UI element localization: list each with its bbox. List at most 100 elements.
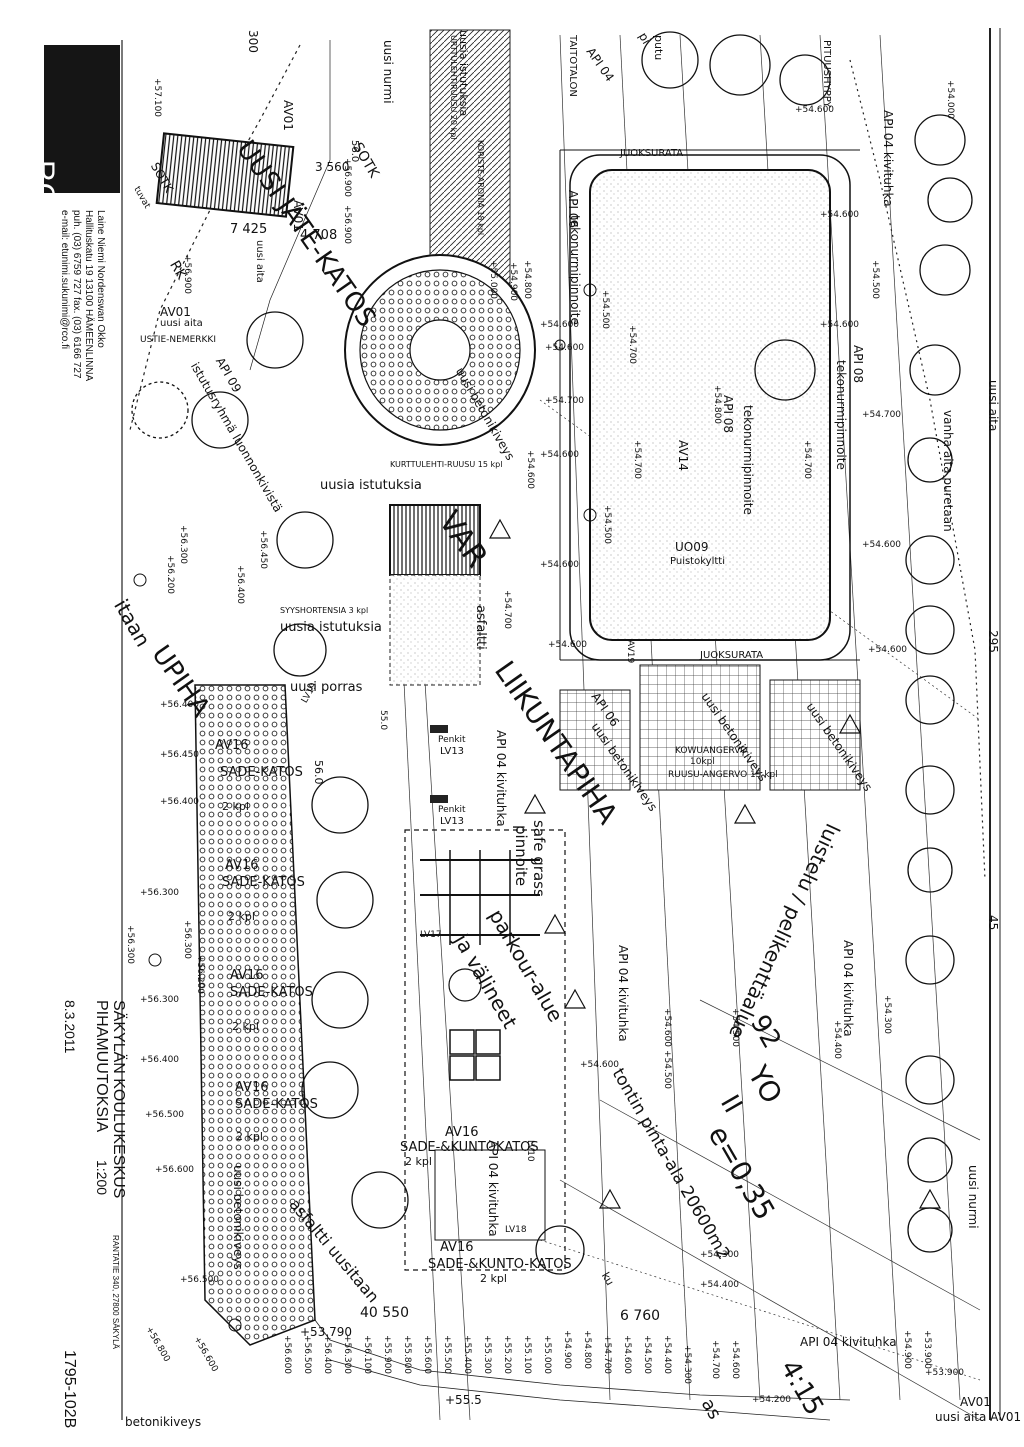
label-urttulehti: URTTULEHTIRUUSU 20 kpl [449, 35, 458, 140]
elevation-label: +54.700 [545, 396, 585, 406]
elevation-label: +54.700 [802, 440, 812, 480]
label-sade-kuntokatos: SADE-&KUNTOKATOS [400, 1140, 539, 1155]
elevation-label: +54.900 [508, 262, 518, 302]
label-av16: AV16 [215, 738, 249, 753]
label-av01: AV01 [291, 200, 305, 231]
label-av01: AV01 [960, 1395, 991, 1409]
elevation-label: +56.600 [155, 1165, 195, 1175]
elevation-label: +55.000 [488, 260, 498, 300]
elevation-label: +56.500 [302, 1335, 312, 1375]
elevation-label: +54.500 [602, 505, 612, 545]
label-api04-kivituhka: API 04 kivituhka [881, 110, 895, 207]
label-uusi-aita: uusi aita [160, 318, 203, 329]
parkour-area [404, 829, 566, 1271]
elevation-label: +56.400 [235, 565, 245, 605]
elevation-label: +55.400 [462, 1335, 472, 1375]
label-asfaltti: asfaltti [473, 605, 488, 650]
label-kpl: 2 kpl [228, 910, 255, 923]
elevation-label: +54.700 [862, 410, 902, 420]
elevation-label: +54.600 [820, 210, 860, 220]
address-line: Hallituskatu 19 13100 HÄMEENLINNA [83, 210, 94, 382]
drawing-scale: 1:200 [94, 1160, 110, 1196]
label-uusia-istutuksia: uusia istutuksia [457, 30, 470, 117]
label-sade-katos: SADE-KATOS [220, 765, 303, 780]
label-sade-katos: SADE-KATOS [230, 985, 313, 1000]
label-dimension: 3 560 [315, 160, 350, 174]
site-boundary [121, 28, 1001, 1421]
elevation-label: +54.700 [632, 440, 642, 480]
elevation-label: +54.500 [600, 290, 610, 330]
paving-strip-left [194, 684, 316, 1346]
running-track [559, 149, 860, 661]
label-kurttu: KURTTULEHTI-RUUSU 15 kpl [390, 460, 503, 469]
label-taitotalo: TAITOTALON [567, 35, 578, 97]
label-syys: SYYSHORTENSIA 3 kpl [280, 606, 369, 615]
elevation-label: +54.800 [522, 260, 532, 300]
elevation-label: +54.300 [882, 995, 892, 1035]
elevation-label: +56.300 [182, 920, 192, 960]
label-kpl: 2 kpl [236, 1130, 263, 1143]
label-uusia-istutuksia: uusia istutuksia [280, 620, 382, 635]
elevation-label: +54.600 [868, 645, 908, 655]
elevation-label: +54.500 [662, 1050, 672, 1090]
elevation-label: +54.300 [700, 1250, 740, 1260]
elevation-label: +54.200 [752, 1395, 792, 1405]
storage-shed [389, 504, 481, 576]
label-tekonurmi: tekonurmipinnoite [741, 405, 755, 515]
elevation-label: +54.500 [870, 260, 880, 300]
elevation-label: +55.5 [445, 1393, 482, 1407]
address-line: puh. (03) 6759 727 fax. (03) 6166 727 [71, 210, 82, 379]
elevation-label: +54.300 [682, 1345, 692, 1385]
label-av16: AV16 [230, 968, 264, 983]
drawing-number: 1795-102B [61, 1350, 78, 1429]
elevation-label: +56.400 [160, 797, 200, 807]
elevation-label: +53.900 [925, 1368, 965, 1378]
label-uusi-nurmi: uusi nurmi [966, 1165, 980, 1229]
label-kpl: 2 kpl [222, 800, 249, 813]
elevation-label: +54.700 [502, 590, 512, 630]
label-uusi-nurmi: uusi nurmi [381, 40, 395, 104]
label-kpl: 2 kpl [232, 1020, 259, 1033]
elevation-label: +56.300 [178, 525, 188, 565]
elevation-label: +54.600 [545, 343, 585, 353]
label-api04-kivituhka: API 04 kivituhka [616, 945, 630, 1042]
elevation-label: +56.200 [165, 555, 175, 595]
elevation-label: +54.600 [795, 105, 835, 115]
asphalt-path [389, 574, 481, 686]
label-edge-text: 300 [246, 30, 260, 53]
label-api04-kivituhka: API 04 kivituhka [494, 730, 508, 827]
elevation-label: +54.400 [700, 1280, 740, 1290]
elevation-label: +56.300 [140, 995, 180, 1005]
label-api04-kivituhka: API 04 kivituhka [800, 1335, 897, 1349]
elevation-label: +54.500 [642, 1335, 652, 1375]
label-uusi-aita: uusi aita [986, 380, 1000, 432]
elevation-label: +54.400 [662, 1335, 672, 1375]
elevation-label: +56.500 [180, 1275, 220, 1285]
elevation-label: +54.800 [712, 385, 722, 425]
label-uusi-aita-av01: uusi aita AV01 [935, 1410, 1022, 1424]
elevation-label: +54.600 [662, 1008, 672, 1048]
label-koriste-aronia: KORISTE-ARONIA 18 kpl [476, 140, 485, 236]
elevation-label: +54.800 [582, 1330, 592, 1370]
elevation-label: +55.900 [382, 1335, 392, 1375]
label-penkit: Penkit [438, 735, 466, 745]
elevation-label: +56.300 [140, 888, 180, 898]
label-tekonurmi: tekonurmipinnoite [834, 360, 848, 470]
address-line: e-mail: etunimi.sukunimi@rco.fi [59, 210, 70, 350]
elevation-label: +56.300 [342, 1335, 352, 1375]
label-dimension: 7 425 [230, 222, 268, 237]
elevation-label: +56.600 [282, 1335, 292, 1375]
label-api08: API 08 [721, 395, 735, 434]
label-av01: AV01 [281, 100, 295, 131]
elevation-label: +54.000 [945, 80, 955, 120]
label-betonikiveys: betonikiveys [125, 1415, 202, 1429]
elevation-label: +56.450 [258, 530, 268, 570]
elevation-label: +54.600 [580, 1060, 620, 1070]
label-av16: AV16 [225, 858, 259, 873]
site-address: RANTATIE 340, 27800 SÄKYLÄ [111, 1235, 120, 1349]
label-uusi-betonikiveys: uusi betonikiveys [231, 1165, 245, 1270]
elevation-label: +54.600 [730, 1340, 740, 1380]
label-level: 55.0 [378, 710, 388, 731]
elevation-label: +55.600 [422, 1335, 432, 1375]
